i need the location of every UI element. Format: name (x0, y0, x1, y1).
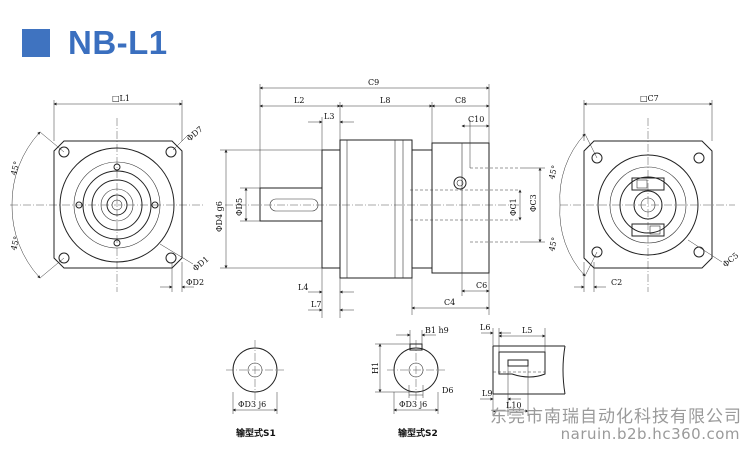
side-body-length: L8 (380, 96, 390, 105)
keyway-l5-label: L5 (522, 326, 532, 335)
page-heading: NB-L1 (22, 22, 168, 64)
s2-key-width-label: B1 h9 (425, 326, 449, 335)
keyway-l9-label: L9 (482, 389, 492, 398)
front-width-label: □L1 (112, 94, 130, 103)
shaft-s1: ΦD3 j6 输型式S1 (226, 340, 284, 439)
s1-dia-label: ΦD3 j6 (238, 400, 266, 409)
keyway-l6-label: L6 (480, 323, 490, 332)
side-view: C9 L2 L8 C8 L3 C10 ΦD4 g6 ΦD5 ΦC1 ΦC3 (215, 78, 545, 318)
s1-caption: 输型式S1 (236, 427, 276, 439)
side-bore-label: ΦC1 (509, 198, 518, 216)
s2-caption: 输型式S2 (398, 427, 438, 439)
front-bolt-hole-label: ΦD7 (185, 125, 205, 144)
side-overall-length: C9 (368, 78, 379, 87)
front-angle-top: 45° (9, 160, 21, 176)
s2-height-label: H1 (371, 362, 380, 374)
side-l4-label: L4 (298, 283, 308, 292)
side-flange-length: C8 (455, 96, 466, 105)
motor-angle-bottom: 45° (547, 236, 559, 252)
front-hole-label: ΦD2 (186, 278, 204, 287)
motor-pcd-label: ΦC5 (721, 251, 740, 269)
side-motor-pilot-label: ΦC3 (529, 194, 538, 212)
front-view: □L1 45° 45° ΦD7 ΦD1 ΦD2 (9, 94, 211, 292)
side-c4-label: C4 (444, 298, 455, 307)
front-pitch-circle-label: ΦD1 (191, 255, 211, 274)
side-collar-length: L3 (324, 112, 334, 121)
heading-square-icon (22, 29, 50, 57)
side-motor-bore-depth: C10 (468, 115, 484, 124)
s2-d6-label: D6 (442, 386, 454, 395)
motor-width-label: □C7 (640, 94, 659, 103)
s2-dia-label: ΦD3 j6 (399, 400, 427, 409)
motor-view: □C7 45° 45° ΦC5 C2 (547, 94, 740, 292)
page-title: NB-L1 (68, 24, 168, 61)
side-pilot-label: ΦD4 g6 (215, 201, 224, 232)
keyway-l10-label: L10 (506, 401, 522, 410)
motor-c2-label: C2 (611, 278, 622, 287)
side-c6-label: C6 (476, 281, 487, 290)
watermark-company: 东莞市南瑞自动化科技有限公司 (490, 407, 742, 427)
side-l7-label: L7 (311, 300, 321, 309)
front-angle-bottom: 45° (9, 235, 21, 251)
shaft-s2: B1 h9 H1 D6 ΦD3 j6 输型式S2 (371, 326, 454, 439)
side-shaft-length: L2 (294, 96, 304, 105)
side-shaft-dia-label: ΦD5 (235, 198, 244, 216)
watermark-site: naruin.b2b.hc360.com (560, 425, 740, 443)
motor-angle-top: 45° (547, 164, 559, 180)
keyway-detail: L6 L5 L9 L10 (480, 323, 566, 416)
